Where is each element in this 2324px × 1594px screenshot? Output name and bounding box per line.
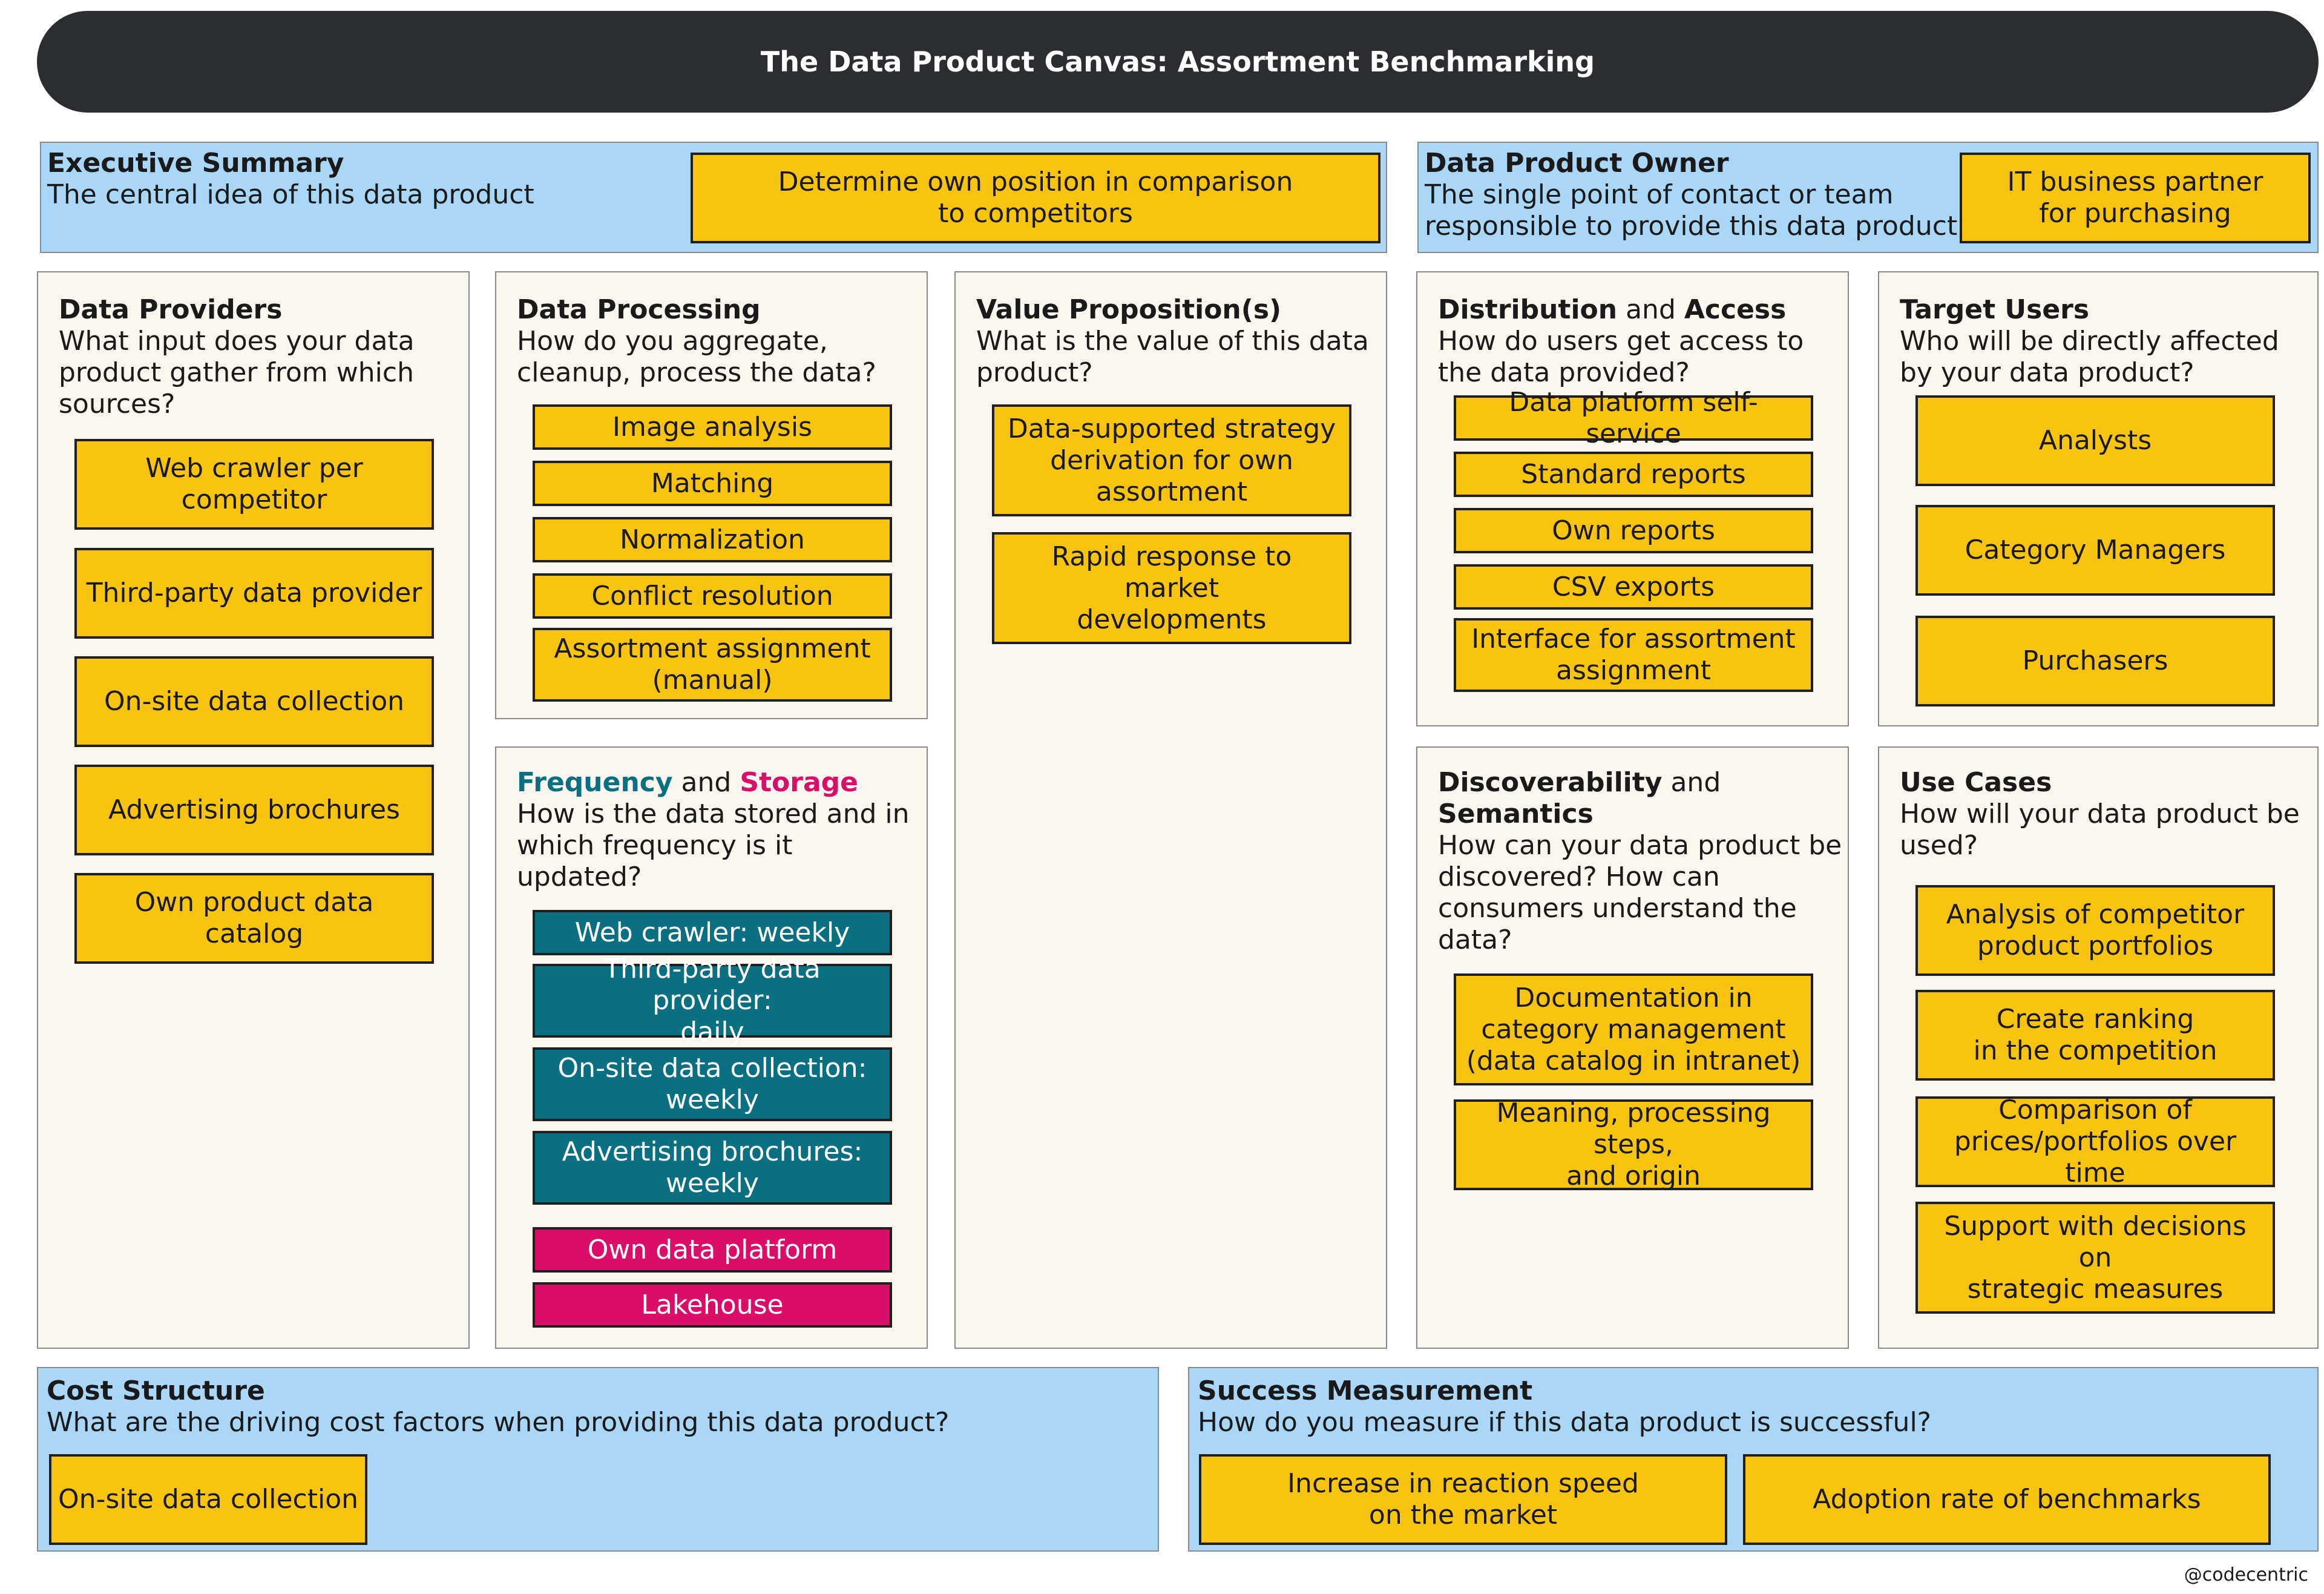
data-provider-item: Own product data catalog [74,873,434,964]
cost-structure-item: On-site data collection [49,1454,367,1545]
use-cases-panel: Use Cases How will your data product be … [1878,746,2319,1349]
data-processing-panel: Data Processing How do you aggregate, cl… [495,271,928,719]
use-case-item: Create ranking in the competition [1915,990,2275,1081]
executive-summary-note: Determine own position in comparison to … [691,153,1380,243]
target-users-heading: Target Users [1900,294,2090,325]
executive-summary-heading: Executive Summary [47,148,344,179]
use-case-item: Support with decisions on strategic meas… [1915,1202,2275,1314]
storage-item: Lakehouse [533,1282,892,1328]
frequency-storage-heading: Frequency and Storage [517,767,858,798]
data-providers-panel: Data Providers What input does your data… [37,271,470,1349]
data-providers-description: What input does your data product gather… [59,326,415,420]
data-processing-item: Conflict resolution [533,573,892,619]
data-providers-heading: Data Providers [59,294,283,325]
success-measurement-description: How do you measure if this data product … [1198,1407,1932,1438]
data-product-owner-panel: Data Product Owner The single point of c… [1417,142,2319,253]
codecentric-credit: @codecentric [2184,1564,2308,1586]
data-processing-item: Normalization [533,517,892,562]
target-user-item: Category Managers [1915,505,2275,596]
frequency-item: Advertising brochures: weekly [533,1131,892,1205]
distribution-item: Interface for assortment assignment [1454,618,1813,692]
success-measurement-item: Increase in reaction speed on the market [1199,1454,1727,1545]
frequency-item: Third-party data provider: daily [533,953,892,1047]
distribution-access-description: How do users get access to the data prov… [1438,326,1804,388]
data-provider-item: Advertising brochures [74,765,434,855]
storage-item: Own data platform [533,1227,892,1273]
canvas-title: The Data Product Canvas: Assortment Benc… [760,45,1595,78]
discoverability-description: How can your data product be discovered?… [1438,830,1842,955]
frequency-item: Web crawler: weekly [533,910,892,955]
target-users-description: Who will be directly affected by your da… [1900,326,2279,388]
value-proposition-panel: Value Proposition(s) What is the value o… [954,271,1387,1349]
cost-structure-heading: Cost Structure [47,1375,265,1406]
use-case-item: Analysis of competitor product portfolio… [1915,885,2275,976]
use-case-item: Comparison of prices/portfolios over tim… [1915,1095,2275,1188]
data-processing-item: Image analysis [533,404,892,450]
target-user-item: Analysts [1915,395,2275,486]
distribution-access-heading: Distribution and Access [1438,294,1787,325]
cost-structure-panel: Cost Structure What are the driving cost… [37,1367,1159,1552]
value-proposition-description: What is the value of this data product? [976,326,1369,388]
success-measurement-panel: Success Measurement How do you measure i… [1188,1367,2319,1552]
discoverability-item: Meaning, processing steps, and origin [1454,1098,1813,1191]
distribution-access-panel: Distribution and Access How do users get… [1416,271,1849,726]
data-processing-item: Matching [533,461,892,506]
cost-structure-description: What are the driving cost factors when p… [47,1407,950,1438]
discoverability-heading: Discoverability and [1438,767,1721,798]
data-processing-item: Assortment assignment (manual) [533,628,892,702]
distribution-item: CSV exports [1454,564,1813,610]
value-proposition-heading: Value Proposition(s) [976,294,1282,325]
target-user-item: Purchasers [1915,616,2275,706]
success-measurement-heading: Success Measurement [1198,1375,1533,1406]
distribution-item: Own reports [1454,508,1813,553]
frequency-storage-panel: Frequency and Storage How is the data st… [495,746,928,1349]
discoverability-item: Documentation in category management (da… [1454,973,1813,1085]
discoverability-panel: Discoverability and Semantics How can yo… [1416,746,1849,1349]
use-cases-heading: Use Cases [1900,767,2052,798]
use-cases-description: How will your data product be used? [1900,799,2300,861]
frequency-item: On-site data collection: weekly [533,1047,892,1121]
distribution-item: Standard reports [1454,452,1813,497]
success-measurement-item: Adoption rate of benchmarks [1743,1454,2271,1545]
target-users-panel: Target Users Who will be directly affect… [1878,271,2319,726]
executive-summary-panel: Executive Summary The central idea of th… [40,142,1387,253]
data-provider-item: On-site data collection [74,656,434,747]
frequency-storage-description: How is the data stored and in which freq… [517,799,910,892]
data-product-owner-heading: Data Product Owner [1425,148,1729,179]
value-proposition-item: Data-supported strategy derivation for o… [992,404,1351,516]
data-product-owner-description: The single point of contact or team resp… [1425,179,1958,242]
data-provider-item: Web crawler per competitor [74,439,434,530]
semantics-heading: Semantics [1438,799,1594,829]
data-processing-heading: Data Processing [517,294,761,325]
data-processing-description: How do you aggregate, cleanup, process t… [517,326,876,388]
data-product-owner-note: IT business partner for purchasing [1960,153,2311,243]
executive-summary-description: The central idea of this data product [47,179,534,210]
value-proposition-item: Rapid response to market developments [992,532,1351,644]
data-provider-item: Third-party data provider [74,548,434,639]
distribution-item: Data platform self-service [1454,387,1813,449]
canvas-title-bar: The Data Product Canvas: Assortment Benc… [37,11,2319,113]
